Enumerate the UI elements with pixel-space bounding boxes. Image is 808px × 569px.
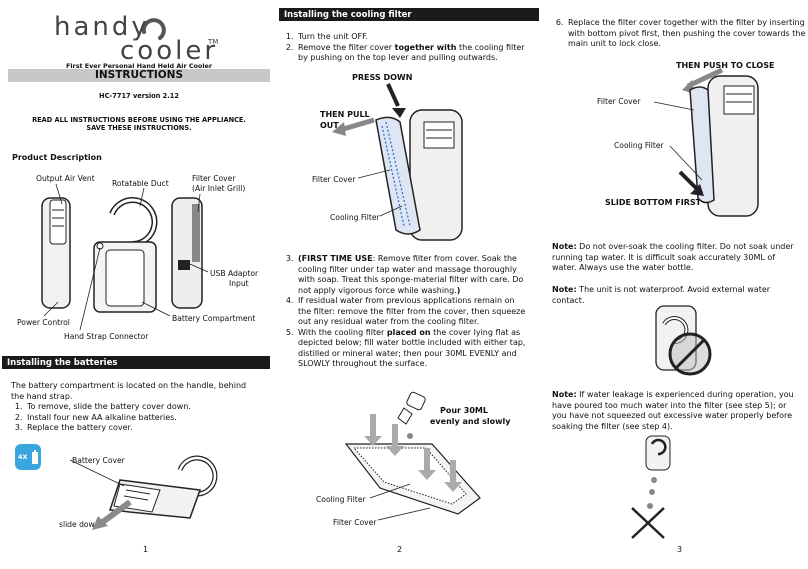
filter-step-2: Remove the filter cover together with th…	[296, 43, 536, 64]
label-pour-30ml: Pour 30ML	[440, 406, 488, 415]
filter-step-6: Replace the filter cover together with t…	[566, 18, 808, 50]
section-header-batteries: Installing the batteries	[2, 356, 270, 369]
filter-step-4: If residual water from previous applicat…	[296, 296, 526, 328]
notice-read-all: READ ALL INSTRUCTIONS BEFORE USING THE A…	[32, 116, 246, 124]
page-number-2: 2	[397, 545, 403, 554]
filter-removal-illustration	[332, 83, 463, 241]
label-cooling-filter-2: Cooling Filter	[330, 213, 380, 222]
product-illustration	[41, 183, 209, 331]
label-air-inlet-grill: (Air Inlet Grill)	[192, 184, 246, 193]
battery-step: Install four new AA alkaline batteries.	[25, 413, 265, 424]
no-water-contact-illustration	[655, 305, 712, 376]
battery-illustration	[69, 455, 218, 530]
note-over-soak: Note: Do not over-soak the cooling filte…	[552, 242, 794, 272]
note-leakage: Note: If water leakage is experienced du…	[552, 390, 794, 431]
filter-steps-1-2: Turn the unit OFF. Remove the filter cov…	[282, 32, 536, 64]
label-hand-strap-connector: Hand Strap Connector	[64, 332, 149, 341]
logo-word-handy: handy	[54, 12, 150, 42]
label-cooling-filter-4: Cooling Filter	[614, 141, 664, 150]
section-header-cooling-filter: Installing the cooling filter	[279, 8, 539, 21]
filter-replace-illustration	[653, 67, 759, 217]
label-rotatable-duct: Rotatable Duct	[112, 179, 169, 188]
product-description-title: Product Description	[12, 153, 102, 162]
label-battery-cover: Battery Cover	[72, 456, 125, 465]
label-out: OUT	[320, 121, 339, 130]
filter-step-3: (FIRST TIME USE: Remove filter from cove…	[296, 254, 526, 296]
filter-step-1: Turn the unit OFF.	[296, 32, 536, 43]
battery-icon	[32, 450, 38, 464]
label-then-push-to-close: THEN PUSH TO CLOSE	[676, 61, 775, 70]
battery-badge-text: 4X	[18, 453, 28, 461]
page-number-3: 3	[677, 545, 683, 554]
note-waterproof: Note: The unit is not waterproof. Avoid …	[552, 285, 771, 305]
logo-fan-icon	[141, 18, 166, 40]
label-power-control: Power Control	[17, 318, 70, 327]
label-filter-cover-3: Filter Cover	[333, 518, 377, 527]
instructions-heading: INSTRUCTIONS	[94, 69, 184, 81]
label-evenly-slowly: evenly and slowly	[430, 417, 511, 426]
label-input: Input	[229, 279, 249, 288]
pour-water-illustration	[344, 391, 481, 521]
battery-step: Replace the battery cover.	[25, 423, 265, 434]
label-filter-cover-2: Filter Cover	[312, 175, 356, 184]
label-press-down: PRESS DOWN	[352, 73, 413, 82]
label-output-air-vent: Output Air Vent	[36, 174, 95, 183]
label-filter-cover-4: Filter Cover	[597, 97, 641, 106]
battery-step: To remove, slide the battery cover down.	[25, 402, 265, 413]
filter-step-6-list: Replace the filter cover together with t…	[552, 18, 808, 50]
filter-step-5: With the cooling filter placed on the co…	[296, 328, 526, 370]
filter-steps-3-5: (FIRST TIME USE: Remove filter from cove…	[282, 254, 526, 370]
page-number-1: 1	[143, 545, 149, 554]
batteries-intro: The battery compartment is located on th…	[11, 381, 247, 401]
label-usb-adaptor: USB Adaptor	[210, 269, 259, 278]
label-slide-down: slide down	[59, 520, 100, 529]
label-slide-bottom-first: SLIDE BOTTOM FIRST	[605, 198, 702, 207]
battery-steps-list: To remove, slide the battery cover down.…	[11, 402, 265, 434]
model-version: HC-7717 version 2.12	[99, 92, 179, 100]
logo-trademark: TM	[208, 38, 219, 46]
no-leakage-illustration	[631, 435, 671, 539]
label-then-pull: THEN PULL	[320, 110, 370, 119]
label-battery-compartment: Battery Compartment	[172, 314, 256, 323]
label-cooling-filter-3: Cooling Filter	[316, 495, 366, 504]
notice-save: SAVE THESE INSTRUCTIONS.	[86, 124, 192, 132]
logo-word-cooler: cooler	[120, 36, 219, 66]
label-filter-cover: Filter Cover	[192, 174, 236, 183]
tagline: First Ever Personal Hand Held Air Cooler	[65, 62, 213, 70]
instructions-heading-bar	[8, 69, 270, 82]
